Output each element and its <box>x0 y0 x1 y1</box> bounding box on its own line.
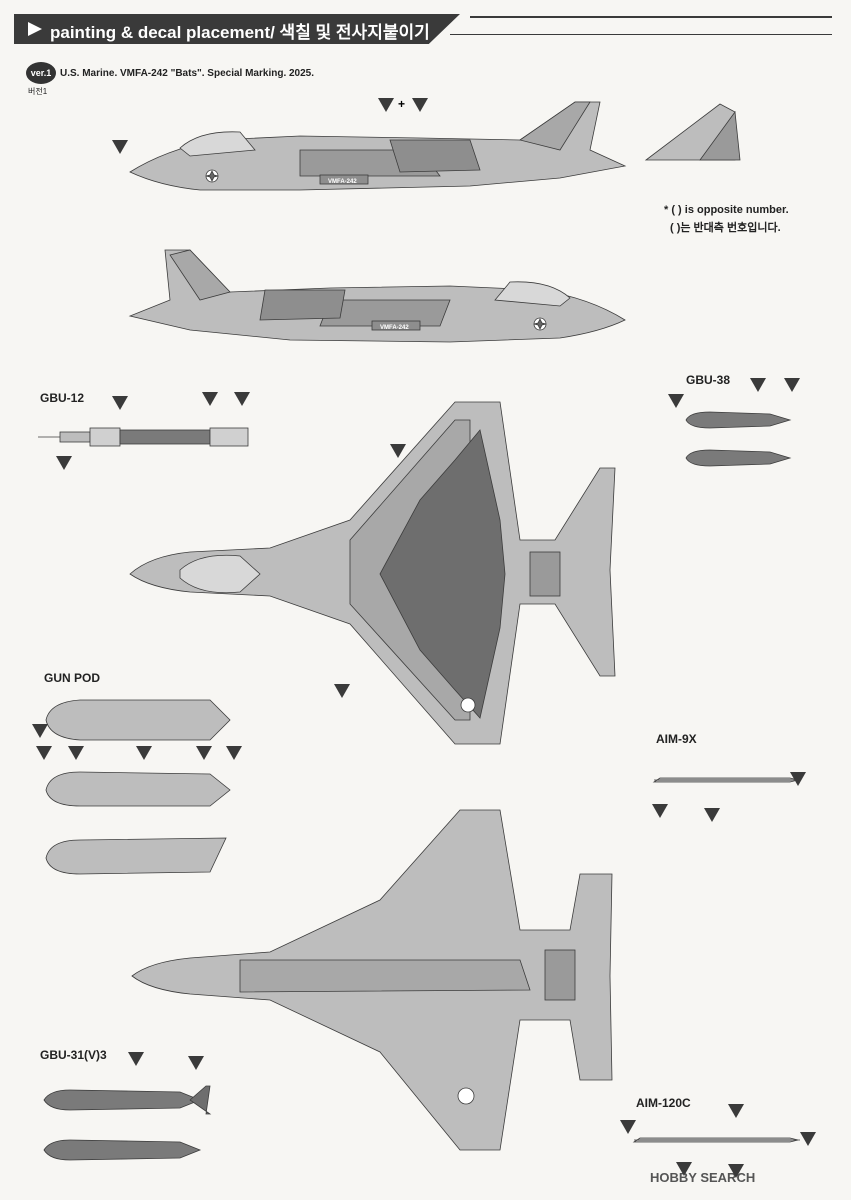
version-badge: ver.1 <box>26 62 56 84</box>
label-aim120c: AIM-120C <box>636 1096 691 1110</box>
gbu12-drawing <box>38 427 249 447</box>
tail-fin-detail <box>644 103 741 161</box>
aircraft-top-view <box>129 401 616 745</box>
label-gbu12: GBU-12 <box>40 391 85 405</box>
aim120c-drawing <box>632 1137 800 1143</box>
plus-sign: + <box>398 97 405 111</box>
aim9x-drawing <box>652 777 800 783</box>
label-gbu38: GBU-38 <box>686 373 731 387</box>
watermark: HOBBY SEARCH <box>650 1170 756 1185</box>
opposite-note-ko: ( )는 반대측 번호입니다. <box>670 222 781 234</box>
version-sub-label: 버전1 <box>28 87 48 96</box>
gbu38-drawing <box>685 411 792 467</box>
header-rule <box>470 16 832 18</box>
label-aim9x: AIM-9X <box>656 732 697 746</box>
header-triangle-icon <box>28 22 42 36</box>
label-gbu31: GBU-31(V)3 <box>40 1048 107 1062</box>
version-description: U.S. Marine. VMFA-242 "Bats". Special Ma… <box>60 68 315 79</box>
gun-pod-drawing <box>45 699 231 875</box>
aircraft-side-view-left <box>129 101 627 191</box>
label-gun-pod: GUN POD <box>44 671 101 685</box>
side-code-text-2: VMFA-242 <box>380 325 409 331</box>
section-header: painting & decal placement/ 색칠 및 전사지붙이기 <box>14 14 460 44</box>
header-title: painting & decal placement/ 색칠 및 전사지붙이기 <box>50 23 430 42</box>
decal-11-marker-icon <box>378 98 394 112</box>
opposite-note-en: * ( ) is opposite number. <box>664 204 789 216</box>
decal-7-marker-icon <box>412 98 428 112</box>
side-code-text-1: VMFA-242 <box>328 179 357 185</box>
aircraft-bottom-view <box>131 809 613 1151</box>
header-rule-2 <box>450 34 832 35</box>
decal-1-marker-icon <box>112 140 128 154</box>
gbu31-drawing <box>43 1085 212 1161</box>
aircraft-side-view-right <box>128 249 626 343</box>
